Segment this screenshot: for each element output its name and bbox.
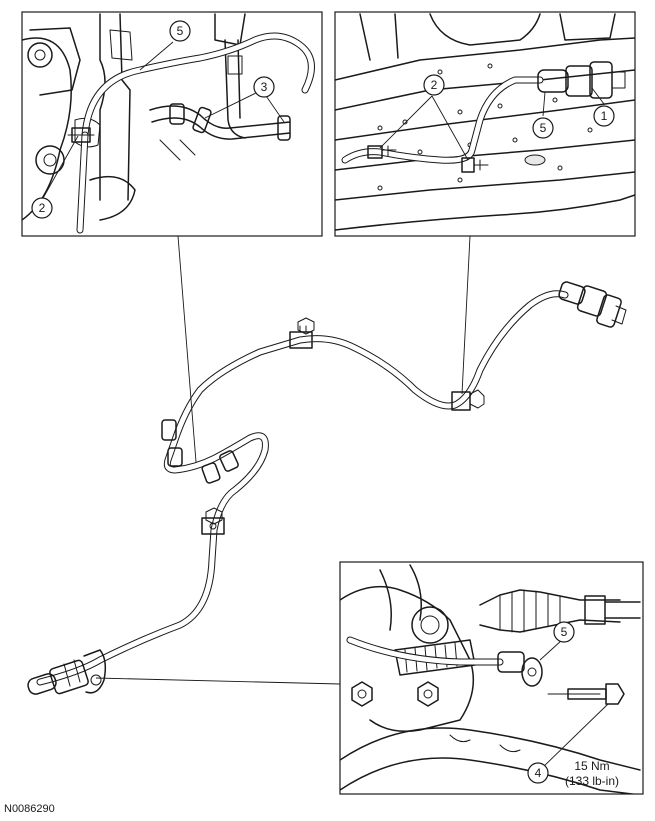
callout-1: 1 <box>601 109 608 123</box>
callout-5-inset-bottom-right: 5 <box>561 625 568 639</box>
torque-spec-metric: 15 Nm <box>574 759 609 773</box>
callout-5-inset-top-right: 5 <box>540 121 547 135</box>
inset-top-right: 2 5 1 <box>334 11 636 237</box>
callout-2-inset-top-right: 2 <box>431 78 438 92</box>
abs-sensor-harness <box>27 281 627 695</box>
figure-id-label: N0086290 <box>4 803 55 815</box>
callout-5-inset-top-left: 5 <box>177 24 184 38</box>
inset-bottom-right: 5 4 15 Nm (133 lb-in) <box>339 561 644 795</box>
torque-spec-imperial: (133 lb-in) <box>565 774 619 788</box>
callout-3: 3 <box>261 80 268 94</box>
inset-top-left: 5 3 2 <box>21 11 323 237</box>
callout-2-inset-top-left: 2 <box>39 201 46 215</box>
inset-leader-lines <box>95 235 471 685</box>
callout-4: 4 <box>535 766 542 780</box>
